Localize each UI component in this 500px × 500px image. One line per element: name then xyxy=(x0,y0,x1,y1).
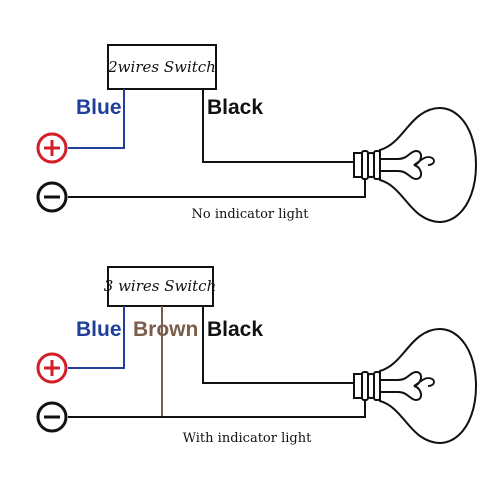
black-wire-label: Black xyxy=(207,96,263,119)
switch-label: 3 wires Switch xyxy=(104,277,216,295)
caption-bottom: With indicator light xyxy=(183,431,312,446)
blue-wire xyxy=(68,306,125,369)
diagram-bottom: 3 wires Switch Blue Brown Black With ind… xyxy=(36,266,477,446)
blue-wire-label: Blue xyxy=(76,318,122,341)
brown-wire-label: Brown xyxy=(133,318,198,341)
black-wire xyxy=(202,306,358,384)
light-bulb-icon xyxy=(353,328,477,444)
circled-minus-icon xyxy=(36,181,68,213)
two-wire-switch-box xyxy=(107,44,217,90)
circled-minus-icon xyxy=(36,401,68,433)
blue-wire xyxy=(68,89,125,149)
black-wire xyxy=(202,89,358,163)
black-wire-label: Black xyxy=(207,318,263,341)
three-wire-switch-box xyxy=(107,266,214,307)
neutral-wire xyxy=(68,396,366,418)
circled-plus-icon xyxy=(36,132,68,164)
diagram-top: 2wires Switch Blue Black No indicator li… xyxy=(36,44,477,223)
circled-plus-icon xyxy=(36,352,68,384)
blue-wire-label: Blue xyxy=(76,96,122,119)
caption-top: No indicator light xyxy=(191,207,309,222)
light-bulb-icon xyxy=(353,107,477,223)
switch-label: 2wires Switch xyxy=(107,58,216,76)
neutral-wire xyxy=(68,175,366,198)
